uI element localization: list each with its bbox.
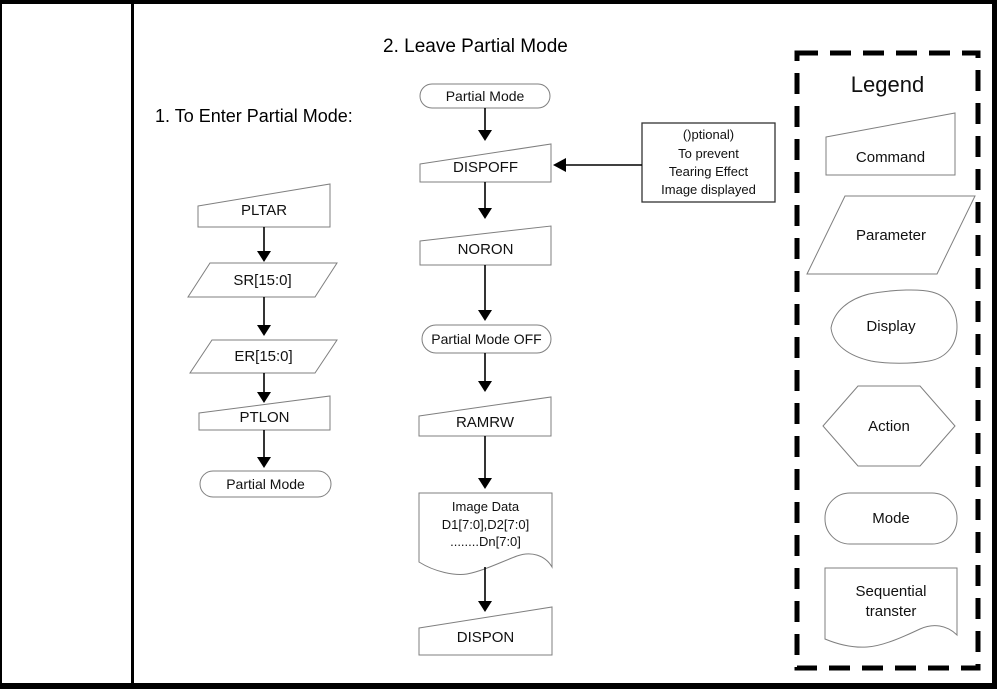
mode-shape-partial-mode-off xyxy=(421,324,552,354)
command-shape-noron xyxy=(419,225,552,266)
flow-arrowhead xyxy=(478,381,492,392)
table-column-divider xyxy=(131,0,134,689)
flow-arrowhead xyxy=(478,208,492,219)
legend-action-shape xyxy=(822,385,956,467)
node-label-ptlon: PTLON xyxy=(239,408,290,426)
page-border-top xyxy=(0,0,997,4)
legend-mode-shape xyxy=(824,492,958,545)
note-text: ()ptional) To prevent Tearing Effect Ima… xyxy=(642,126,775,200)
legend-label-sequential-text: Sequential transter xyxy=(855,582,927,620)
sequential-shape-image-data xyxy=(418,492,553,575)
section-title-enter: 1. To Enter Partial Mode: xyxy=(155,106,353,126)
note-line-2: To prevent xyxy=(678,145,739,161)
flow-arrowhead xyxy=(478,601,492,612)
legend-label-parameter: Parameter xyxy=(855,226,927,244)
legend-label-display: Display xyxy=(866,318,916,335)
note-arrowhead xyxy=(553,158,566,172)
flow-arrowhead xyxy=(478,478,492,489)
note-line-3: Tearing Effect xyxy=(668,164,749,179)
legend-title: Legend xyxy=(850,72,925,97)
node-label-dispoff: DISPOFF xyxy=(452,158,518,176)
command-shape-ptlon xyxy=(198,395,331,431)
note-line-4: Image displayed xyxy=(661,182,756,198)
note-box xyxy=(641,122,776,203)
node-label-image-data: Image Data D1[7:0],D2[7:0] ........Dn[7:… xyxy=(419,497,552,552)
command-shape-ramrw xyxy=(418,396,552,437)
mode-shape-partial-mode-enter xyxy=(199,470,332,498)
node-label-noron: NORON xyxy=(457,240,514,258)
node-label-er: ER[15:0] xyxy=(234,348,293,365)
flow-arrowhead xyxy=(257,457,271,468)
note-line-1: ()ptional) xyxy=(682,127,735,143)
legend-sequential-shape xyxy=(824,567,958,648)
section-title-leave: 2. Leave Partial Mode xyxy=(383,36,568,57)
legend-label-sequential: Sequential transter xyxy=(825,573,957,631)
flow-arrowhead xyxy=(478,130,492,141)
legend-label-command: Command xyxy=(855,149,926,166)
page-border-bottom xyxy=(0,683,997,689)
image-data-line-1: Image Data xyxy=(451,499,520,515)
flow-arrowhead xyxy=(478,310,492,321)
node-label-partial-mode-leave: Partial Mode xyxy=(445,88,525,104)
node-label-ramrw: RAMRW xyxy=(455,413,515,431)
node-label-partial-mode-enter: Partial Mode xyxy=(226,476,305,492)
legend-label-action: Action xyxy=(868,417,910,435)
parameter-shape-sr xyxy=(187,262,338,298)
legend-parameter-shape xyxy=(806,195,976,275)
node-label-dispon: DISPON xyxy=(456,628,515,646)
legend-label-mode: Mode xyxy=(872,510,910,527)
flow-arrowhead xyxy=(257,325,271,336)
node-label-partial-mode-off: Partial Mode OFF xyxy=(431,331,542,347)
command-shape-dispoff xyxy=(419,143,552,183)
legend-display-shape xyxy=(830,289,958,364)
flow-arrowhead xyxy=(257,392,271,403)
page-border-right xyxy=(992,0,997,689)
image-data-line-2: D1[7:0],D2[7:0] xyxy=(441,516,530,532)
legend-command-shape xyxy=(825,112,956,176)
node-label-sr: SR[15:0] xyxy=(233,271,292,289)
command-shape-dispon xyxy=(418,606,553,656)
node-label-pltar: PLTAR xyxy=(240,201,288,219)
image-data-line-3: ........Dn[7:0] xyxy=(450,534,521,550)
command-shape-pltar xyxy=(197,183,331,228)
page-border-left xyxy=(0,0,2,689)
parameter-shape-er xyxy=(189,339,338,374)
flow-arrowhead xyxy=(257,251,271,262)
